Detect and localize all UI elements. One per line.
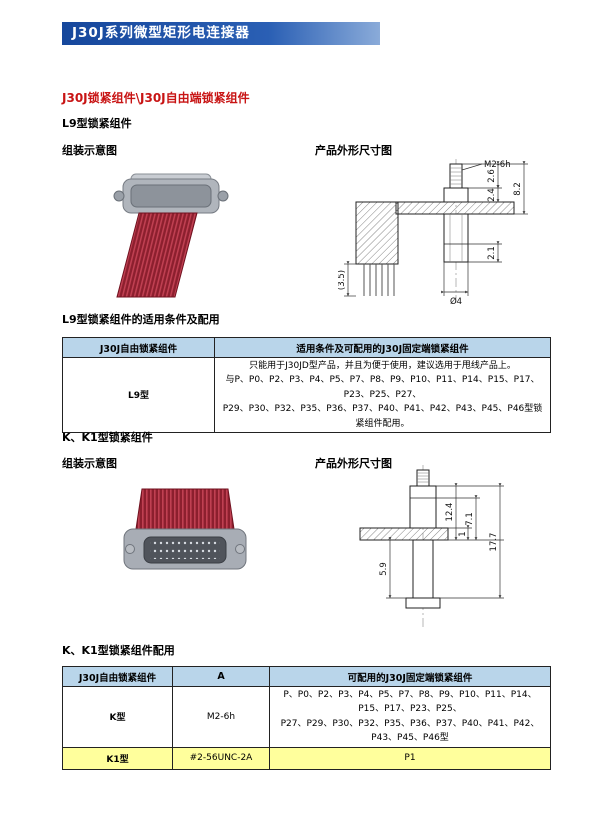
k1-row-a: #2-56UNC-2A [172,746,270,770]
dim-1-label: 1 [458,531,468,536]
l9-table: J30J自由锁紧组件 适用条件及可配用的J30J固定端锁紧组件 L9型 只能用于… [62,337,551,433]
red-wire-bundle [135,488,235,530]
lock-collar [443,187,469,203]
page-title-banner: J30J系列微型矩形电连接器 [62,22,380,45]
dim-12-4-label: 12.4 [445,503,455,522]
k-row-a: M2-6h [172,686,270,748]
dim-3-5-label: (3.5) [338,270,347,290]
outline-label-k: 产品外形尺寸图 [315,457,392,470]
outline-drawing-k: 5.9 12.4 1 7.1 17.7 [359,465,504,627]
l9-table-header-cond: 适用条件及可配用的J30J固定端锁紧组件 [214,337,551,358]
dim-2-4-label: 2.4 [487,188,497,202]
k-table-header-fixed: 可配用的J30J固定端锁紧组件 [269,666,551,687]
l9-table-row-label: L9型 [62,357,215,433]
connector-photo-k [123,488,247,570]
dim-8-2-label: 8.2 [513,182,523,196]
l9-subheading: L9型锁紧组件 [62,117,132,130]
k1-row-text: P1 [269,746,551,770]
lock-body [409,485,437,529]
thread-stud [416,469,430,487]
k-table: J30J自由锁紧组件 A 可配用的J30J固定端锁紧组件 K型 M2-6h P、… [62,666,551,770]
k-table-header-a: A [172,666,270,687]
dim-17-7-label: 17.7 [489,533,499,552]
k-subheading: K、K1型锁紧组件 [62,431,153,444]
wire-lines [363,264,395,296]
red-wire-ribbon [116,212,198,298]
barrel [443,213,469,263]
k-table-header-free: J30J自由锁紧组件 [62,666,173,687]
pin-field [150,541,220,559]
assembly-label-l9: 组装示意图 [62,144,117,157]
k-row-line-2: P27、P29、P30、P32、P35、P36、P37、P40、P41、P42、… [280,718,540,744]
connector-photo-l9 [113,173,229,298]
k-row-label: K型 [62,686,173,748]
dim-2-6-label: 2.6 [487,169,497,183]
dim-2-1-label: 2.1 [487,246,497,260]
jackscrew-right [217,190,229,202]
connector-insert [130,184,212,208]
l9-row-line-1: 只能用于J30JD型产品，并且为便于使用，建议选用于甩线产品上。 [249,361,516,371]
k-row-text: P、P0、P2、P3、P4、P5、P7、P8、P9、P10、P11、P14、P1… [269,686,551,748]
k-table-title: K、K1型锁紧组件配用 [62,644,175,657]
l9-table-header-free: J30J自由锁紧组件 [62,337,215,358]
dim-thread-label: M2-6h [484,160,511,170]
panel-section [395,201,515,215]
dim-5-9-label: 5.9 [379,562,389,576]
outline-drawing-l9: M2-6h (3.5) 2.6 2.4 8.2 2.1 Ø4 [338,159,528,306]
dim-7-1-label: 7.1 [465,512,475,526]
outline-label-l9: 产品外形尺寸图 [315,144,392,157]
assembly-label-k: 组装示意图 [62,457,117,470]
l9-row-line-2: 与P、P0、P2、P3、P4、P5、P7、P8、P9、P10、P11、P14、P… [225,375,540,400]
k1-row-label: K1型 [62,746,173,770]
dim-dia4-label: Ø4 [450,296,462,306]
jackscrew-right [235,544,245,554]
l9-table-row-text: 只能用于J30JD型产品，并且为便于使用，建议选用于甩线产品上。 与P、P0、P… [214,357,551,433]
shell-section [355,201,399,265]
l9-table-title: L9型锁紧组件的适用条件及配用 [62,313,220,326]
section-heading: J30J锁紧组件\J30J自由端锁紧组件 [62,91,250,105]
jackscrew-left [113,190,125,202]
l9-row-line-3: P29、P30、P32、P35、P36、P37、P40、P41、P42、P43、… [222,404,543,429]
panel-section [359,527,449,541]
bottom-flange [405,597,441,609]
barrel [412,539,434,599]
k-row-line-1: P、P0、P2、P3、P4、P5、P7、P8、P9、P10、P11、P14、P1… [283,690,537,715]
jackscrew-left [125,544,135,554]
